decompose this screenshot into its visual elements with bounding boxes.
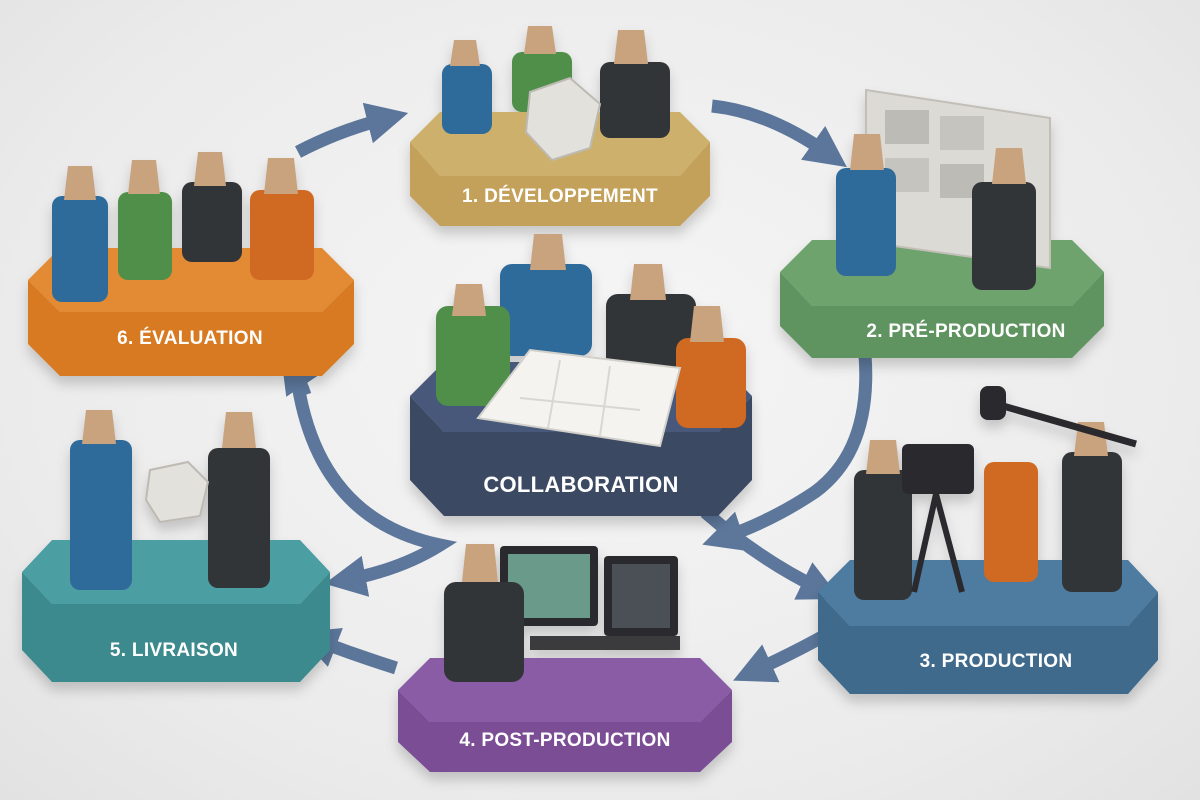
arrow-collab-to-livraison bbox=[291, 383, 458, 597]
platform-side-livraison bbox=[22, 572, 330, 682]
platform-side-collaboration bbox=[410, 396, 752, 516]
figure-group-post-production bbox=[444, 544, 680, 682]
figure-group-evaluation bbox=[52, 152, 314, 302]
platform-side-post-production bbox=[398, 690, 732, 772]
polyhedron-prop bbox=[524, 76, 602, 162]
platform-side-evaluation bbox=[28, 280, 354, 376]
stage-post-production: 4. POST-PRODUCTION bbox=[398, 544, 732, 772]
boom-mic-pole bbox=[995, 400, 1137, 448]
stage-pre-production: 2. PRÉ-PRODUCTION bbox=[780, 88, 1104, 358]
camera-icon bbox=[902, 444, 974, 494]
blueprint-sheet bbox=[476, 348, 682, 448]
stage-collaboration: COLLABORATION bbox=[410, 234, 752, 516]
stage-label-livraison: 5. LIVRAISON bbox=[110, 640, 238, 661]
platform-top-livraison bbox=[22, 540, 330, 604]
stage-label-production: 3. PRODUCTION bbox=[920, 651, 1073, 672]
arrow-evaluation-to-developpement bbox=[294, 102, 409, 158]
stage-production: 3. PRODUCTION bbox=[818, 386, 1158, 694]
figure-group-production bbox=[854, 386, 1137, 600]
stage-label-developpement: 1. DÉVELOPPEMENT bbox=[462, 185, 658, 207]
desk bbox=[530, 636, 680, 650]
stage-developpement: 1. DÉVELOPPEMENT bbox=[410, 26, 710, 226]
platform-side-production bbox=[818, 592, 1158, 694]
arrow-preproduction-to-production bbox=[702, 354, 873, 552]
figure-group-developpement bbox=[442, 26, 670, 162]
figure-group-pre-production bbox=[836, 88, 1051, 290]
figure-group-livraison bbox=[70, 410, 270, 590]
package-prop bbox=[144, 460, 210, 524]
platform-side-pre-production bbox=[780, 272, 1104, 358]
stage-livraison: 5. LIVRAISON bbox=[22, 410, 330, 682]
stage-label-pre-production: 2. PRÉ-PRODUCTION bbox=[866, 320, 1065, 342]
center-label-collaboration: COLLABORATION bbox=[483, 472, 678, 497]
arrow-collab-to-production bbox=[700, 507, 841, 600]
stage-label-post-production: 4. POST-PRODUCTION bbox=[459, 730, 670, 751]
arrow-developpement-to-preproduction bbox=[711, 99, 847, 168]
figure-group-collaboration bbox=[436, 234, 746, 448]
platform-side-developpement bbox=[410, 142, 710, 226]
stage-label-evaluation: 6. ÉVALUATION bbox=[117, 327, 263, 349]
boom-mic-icon bbox=[980, 386, 1006, 420]
stage-evaluation: 6. ÉVALUATION bbox=[28, 152, 354, 376]
